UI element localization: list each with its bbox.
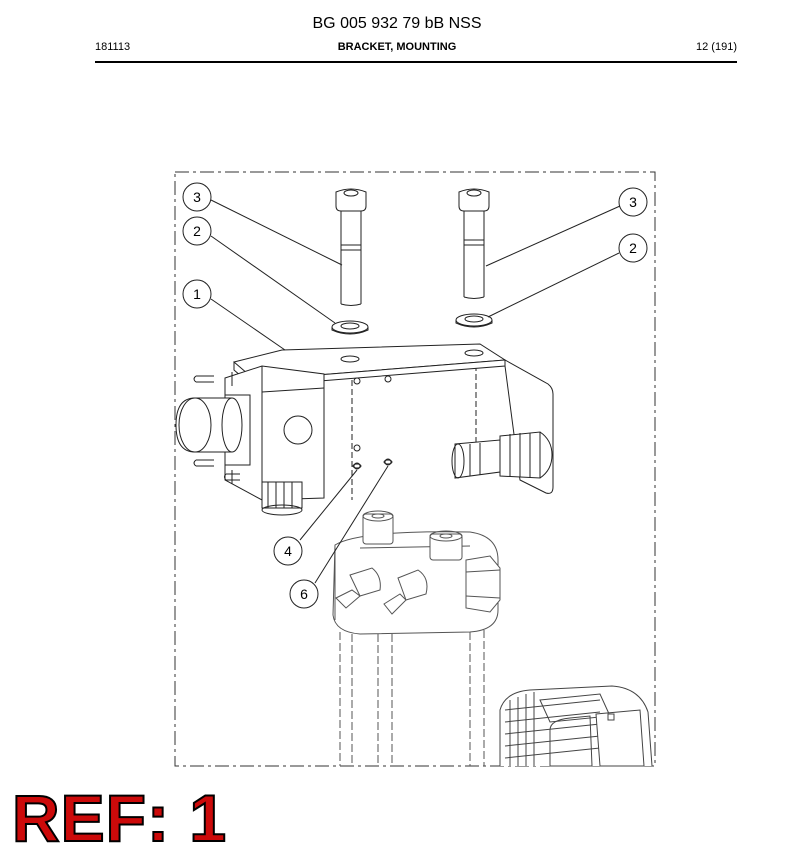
callout-2-right-label: 2 (629, 240, 637, 256)
drawing-frame (174, 171, 656, 767)
screw-right (458, 188, 490, 299)
leader-lines (210, 199, 621, 584)
callout-2-right: 2 (618, 233, 648, 263)
document-number: BG 005 932 79 bB NSS (312, 15, 482, 32)
right-sensor-fitting (451, 431, 553, 479)
callout-4-label: 4 (284, 543, 292, 559)
callout-6: 6 (289, 579, 319, 609)
washer-right (455, 313, 493, 328)
small-hardware (352, 459, 393, 469)
left-actuator-block (175, 365, 325, 516)
screw-left (335, 188, 367, 306)
pump-head (332, 510, 501, 766)
callout-3-right-label: 3 (629, 194, 637, 210)
callout-1: 1 (182, 279, 212, 309)
callout-2-left: 2 (182, 216, 212, 246)
callout-4: 4 (273, 536, 303, 566)
callout-3-left-label: 3 (193, 189, 201, 205)
part-title: BRACKET, MOUNTING (337, 41, 457, 53)
page-number: 12 (191) (696, 41, 737, 53)
callout-1-label: 1 (193, 286, 201, 302)
washer-left (331, 320, 369, 335)
date-code: 181113 (95, 41, 131, 53)
motor-housing (499, 685, 653, 767)
callout-3-left: 3 (182, 182, 212, 212)
callout-2-left-label: 2 (193, 223, 201, 239)
callout-6-label: 6 (300, 586, 308, 602)
ref-label: REF: 1 (11, 781, 228, 855)
callout-3-right: 3 (618, 187, 648, 217)
header-rule (95, 61, 737, 63)
